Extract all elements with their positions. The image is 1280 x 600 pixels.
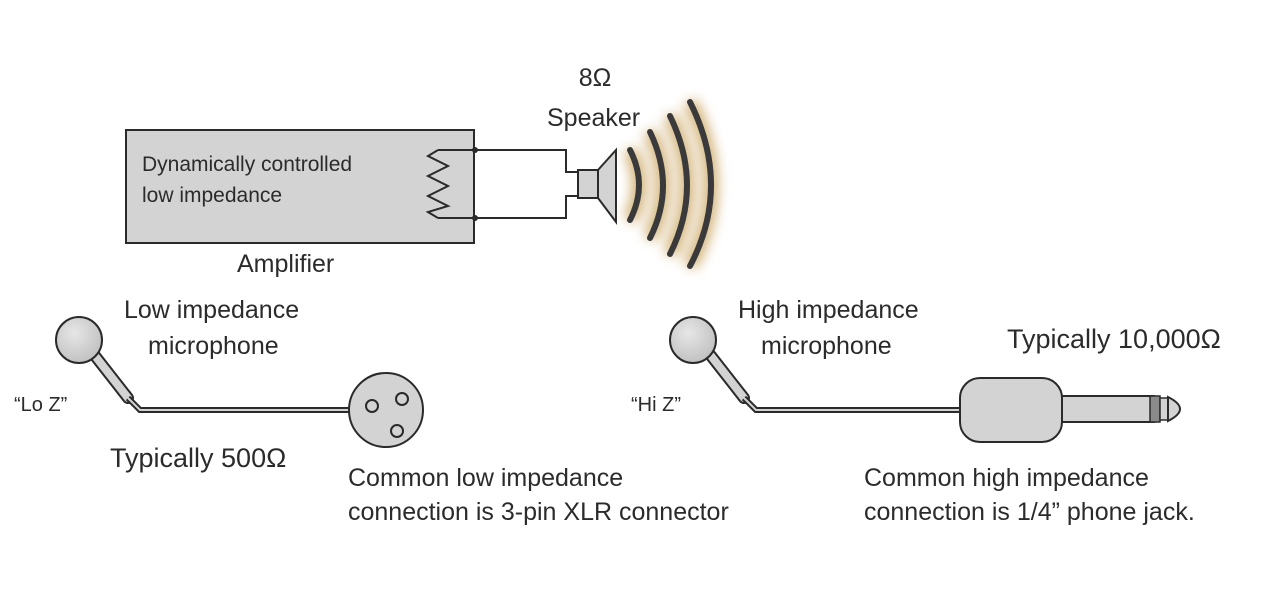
amplifier-label: Amplifier	[237, 250, 335, 278]
low-z-connector-line2: connection is 3-pin XLR connector	[348, 498, 729, 526]
high-z-connector-line1: Common high impedance	[864, 464, 1149, 492]
low-z-typical: Typically 500Ω	[110, 443, 287, 473]
speaker-magnet	[577, 169, 599, 199]
high-z-microphone	[669, 316, 750, 404]
speaker-rating: 8Ω	[578, 64, 612, 92]
low-z-mic-line1: Low impedance	[124, 296, 300, 324]
low-z-microphone	[55, 316, 134, 404]
speaker-wire-top	[475, 149, 578, 173]
low-z-cable	[125, 395, 352, 413]
phone-plug	[959, 377, 1181, 443]
sound-waves	[623, 98, 718, 270]
speaker-wire-bottom	[475, 195, 578, 219]
low-z-nickname: “Lo Z”	[14, 394, 68, 416]
amplifier-inner-line2: low impedance	[142, 184, 283, 207]
high-z-nickname: “Hi Z”	[631, 394, 681, 416]
high-z-cable	[741, 395, 962, 413]
low-z-mic-line2: microphone	[148, 332, 279, 360]
amplifier-box	[125, 129, 475, 244]
amplifier-inner-line1: Dynamically controlled	[142, 153, 353, 176]
xlr-connector	[348, 372, 424, 448]
speaker-cone	[597, 147, 617, 225]
resistor-zigzag	[425, 149, 451, 219]
speaker-label: Speaker	[547, 104, 641, 132]
high-z-mic-line1: High impedance	[738, 296, 919, 324]
high-z-typical: Typically 10,000Ω	[1007, 324, 1221, 354]
high-z-mic-line2: microphone	[761, 332, 892, 360]
low-z-connector-line1: Common low impedance	[348, 464, 624, 492]
high-z-connector-line2: connection is 1/4” phone jack.	[864, 498, 1195, 526]
